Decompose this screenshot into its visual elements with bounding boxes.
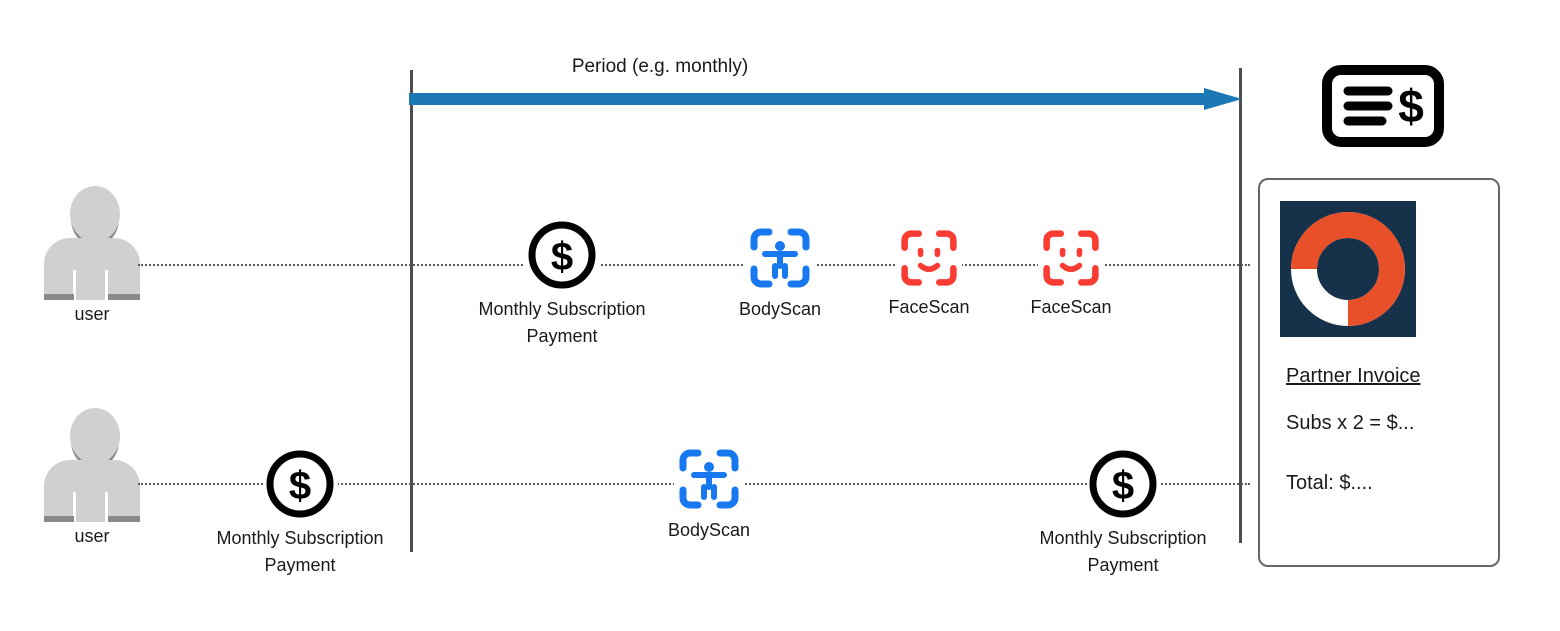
event-facescan-r1-a[interactable]: FaceScan bbox=[850, 228, 1008, 321]
dollar-coin-icon: $ bbox=[1089, 450, 1157, 518]
event-label: Monthly Subscription Payment bbox=[478, 299, 646, 346]
event-facescan-r1-b[interactable]: FaceScan bbox=[992, 228, 1150, 321]
event-label: BodyScan bbox=[738, 299, 822, 319]
user-foot-left bbox=[44, 294, 74, 300]
invoice-line-total: Total: $.... bbox=[1286, 472, 1373, 494]
period-label: Period (e.g. monthly) bbox=[571, 56, 749, 77]
dollar-coin-icon: $ bbox=[528, 221, 596, 289]
svg-text:$: $ bbox=[1398, 80, 1424, 132]
event-monthly-subscription-payment-r2-a[interactable]: $ Monthly Subscription Payment bbox=[178, 449, 422, 579]
event-label: Monthly Subscription Payment bbox=[216, 528, 384, 575]
period-start-rule bbox=[410, 70, 413, 552]
event-label: BodyScan bbox=[667, 520, 751, 540]
period-end-rule bbox=[1239, 68, 1242, 543]
facescan-icon bbox=[1043, 230, 1099, 286]
event-bodyscan-r1[interactable]: BodyScan bbox=[700, 226, 860, 323]
event-monthly-subscription-payment-r1[interactable]: $ Monthly Subscription Payment bbox=[440, 220, 684, 350]
actor-user-1-label: user bbox=[74, 304, 110, 324]
icon-mask bbox=[264, 447, 338, 521]
user-body-shape bbox=[44, 238, 140, 300]
svg-text:$: $ bbox=[1112, 464, 1134, 508]
bodyscan-icon bbox=[750, 228, 810, 288]
partner-invoice-card[interactable]: Partner Invoice Subs x 2 = $... Total: $… bbox=[1258, 178, 1500, 567]
facescan-icon bbox=[901, 230, 957, 286]
dollar-coin-icon: $ bbox=[266, 450, 334, 518]
receipt-dollar-icon: $ bbox=[1322, 65, 1444, 147]
icon-mask bbox=[525, 218, 599, 292]
user-avatar-icon bbox=[70, 408, 120, 464]
user-avatar-icon bbox=[70, 186, 120, 242]
icon-mask bbox=[1087, 447, 1161, 521]
event-label: FaceScan bbox=[888, 297, 970, 317]
event-label: FaceScan bbox=[1030, 297, 1112, 317]
event-monthly-subscription-payment-r2-b[interactable]: $ Monthly Subscription Payment bbox=[1001, 449, 1245, 579]
user-foot-right bbox=[108, 516, 140, 522]
event-bodyscan-r2[interactable]: BodyScan bbox=[629, 447, 789, 544]
event-label: Monthly Subscription Payment bbox=[1039, 528, 1207, 575]
invoice-title: Partner Invoice bbox=[1286, 365, 1421, 387]
user-foot-left bbox=[44, 516, 74, 522]
bodyscan-icon bbox=[679, 449, 739, 509]
lifeline-row-1 bbox=[138, 264, 1250, 266]
period-arrow-icon bbox=[409, 88, 1242, 110]
actor-user-2-label: user bbox=[74, 526, 110, 546]
user-foot-right bbox=[108, 294, 140, 300]
donut-logo-icon bbox=[1280, 201, 1416, 337]
svg-text:$: $ bbox=[289, 464, 311, 508]
svg-text:$: $ bbox=[551, 235, 573, 279]
invoice-line-subs: Subs x 2 = $... bbox=[1286, 412, 1415, 434]
user-body-shape bbox=[44, 460, 140, 522]
